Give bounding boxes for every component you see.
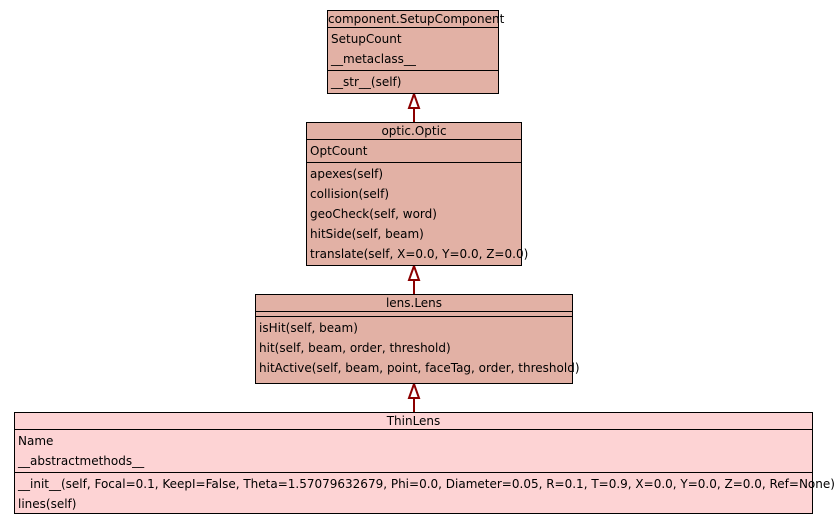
generalization-arrow-optic-to-setup bbox=[407, 91, 421, 122]
method: translate(self, X=0.0, Y=0.0, Z=0.0) bbox=[310, 247, 529, 261]
method: __str__(self) bbox=[331, 75, 402, 89]
class-name: component.SetupComponent bbox=[328, 12, 505, 28]
attributes-section: Name __abstractmethods__ bbox=[15, 430, 812, 473]
methods-section: __str__(self) bbox=[328, 71, 498, 93]
class-name: ThinLens bbox=[15, 413, 812, 430]
generalization-arrow-thinlens-to-lens bbox=[407, 381, 421, 412]
methods-section: apexes(self) collision(self) geoCheck(se… bbox=[307, 163, 529, 265]
attribute: __abstractmethods__ bbox=[18, 454, 145, 468]
methods-section: __init__(self, Focal=0.1, KeepI=False, T… bbox=[15, 473, 835, 515]
attribute: SetupCount bbox=[331, 32, 402, 46]
method: isHit(self, beam) bbox=[259, 321, 358, 335]
class-lens[interactable]: lens.Lens isHit(self, beam) hit(self, be… bbox=[255, 294, 580, 384]
class-name: lens.Lens bbox=[256, 295, 572, 312]
method: hitActive(self, beam, point, faceTag, or… bbox=[259, 361, 580, 375]
attribute: OptCount bbox=[310, 144, 368, 158]
attribute: Name bbox=[18, 434, 54, 448]
class-optic[interactable]: optic.Optic OptCount apexes(self) collis… bbox=[306, 122, 529, 266]
method: collision(self) bbox=[310, 187, 390, 201]
method: __init__(self, Focal=0.1, KeepI=False, T… bbox=[18, 477, 835, 491]
method: hitSide(self, beam) bbox=[310, 227, 424, 241]
attributes-section: OptCount bbox=[307, 140, 521, 163]
class-setup-component[interactable]: component.SetupComponent SetupCount __me… bbox=[327, 10, 505, 94]
class-name: optic.Optic bbox=[307, 123, 521, 140]
class-thinlens[interactable]: ThinLens Name __abstractmethods__ __init… bbox=[14, 412, 835, 515]
method: apexes(self) bbox=[310, 167, 384, 181]
attributes-section bbox=[256, 312, 572, 317]
attribute: __metaclass__ bbox=[331, 52, 416, 66]
methods-section: isHit(self, beam) hit(self, beam, order,… bbox=[256, 317, 580, 379]
generalization-arrow-lens-to-optic bbox=[407, 263, 421, 294]
method: geoCheck(self, word) bbox=[310, 207, 437, 221]
attributes-section: SetupCount __metaclass__ bbox=[328, 28, 498, 71]
method: lines(self) bbox=[18, 497, 77, 511]
method: hit(self, beam, order, threshold) bbox=[259, 341, 451, 355]
